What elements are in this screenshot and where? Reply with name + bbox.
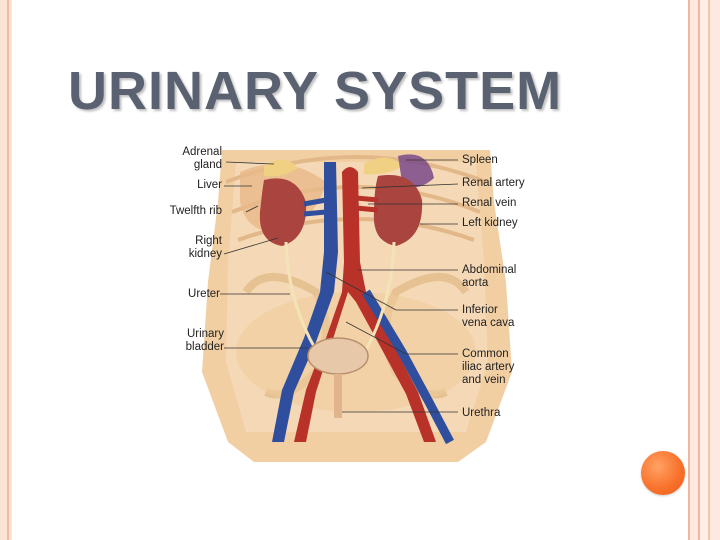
left-ureter (364, 241, 396, 351)
left-renal-vessels (355, 195, 379, 213)
urinary-bladder (307, 337, 369, 375)
right-ureter (284, 241, 318, 351)
label-inferior-vena-cava: Inferior vena cava (462, 304, 515, 329)
frame-line (7, 0, 9, 540)
label-twelfth-rib: Twelfth rib (169, 205, 222, 217)
decorative-orange-circle (641, 451, 685, 495)
label-left-kidney: Left kidney (462, 217, 518, 229)
label-common-iliac-artery-and-vein: Common iliac artery and vein (462, 348, 515, 386)
label-ureter: Ureter (188, 288, 220, 300)
left-iliac-vein (362, 289, 454, 445)
right-kidney (259, 178, 307, 246)
abdominal-aorta (294, 167, 436, 442)
slide-frame-right (686, 0, 720, 540)
slide-frame-left (0, 0, 12, 540)
label-renal-vein: Renal vein (462, 197, 517, 209)
label-right-kidney: Right kidney (188, 235, 222, 260)
right-renal-vessels (303, 197, 327, 217)
label-liver: Liver (197, 179, 222, 191)
label-spleen: Spleen (462, 154, 498, 166)
label-abdominal-aorta: Abdominal aorta (462, 264, 517, 289)
label-adrenal-gland: Adrenal gland (182, 146, 222, 171)
slide-title: URINARY SYSTEM (68, 61, 563, 121)
left-kidney (373, 175, 423, 246)
leader-lines (220, 159, 459, 413)
label-urinary-bladder: Urinary bladder (185, 328, 224, 353)
label-urethra: Urethra (462, 407, 501, 419)
urinary-system-illustration (202, 150, 512, 462)
label-renal-artery: Renal artery (462, 177, 525, 189)
left-adrenal-gland (364, 157, 402, 175)
urethra (334, 374, 342, 418)
inferior-vena-cava (272, 162, 338, 442)
spleen (398, 154, 434, 188)
